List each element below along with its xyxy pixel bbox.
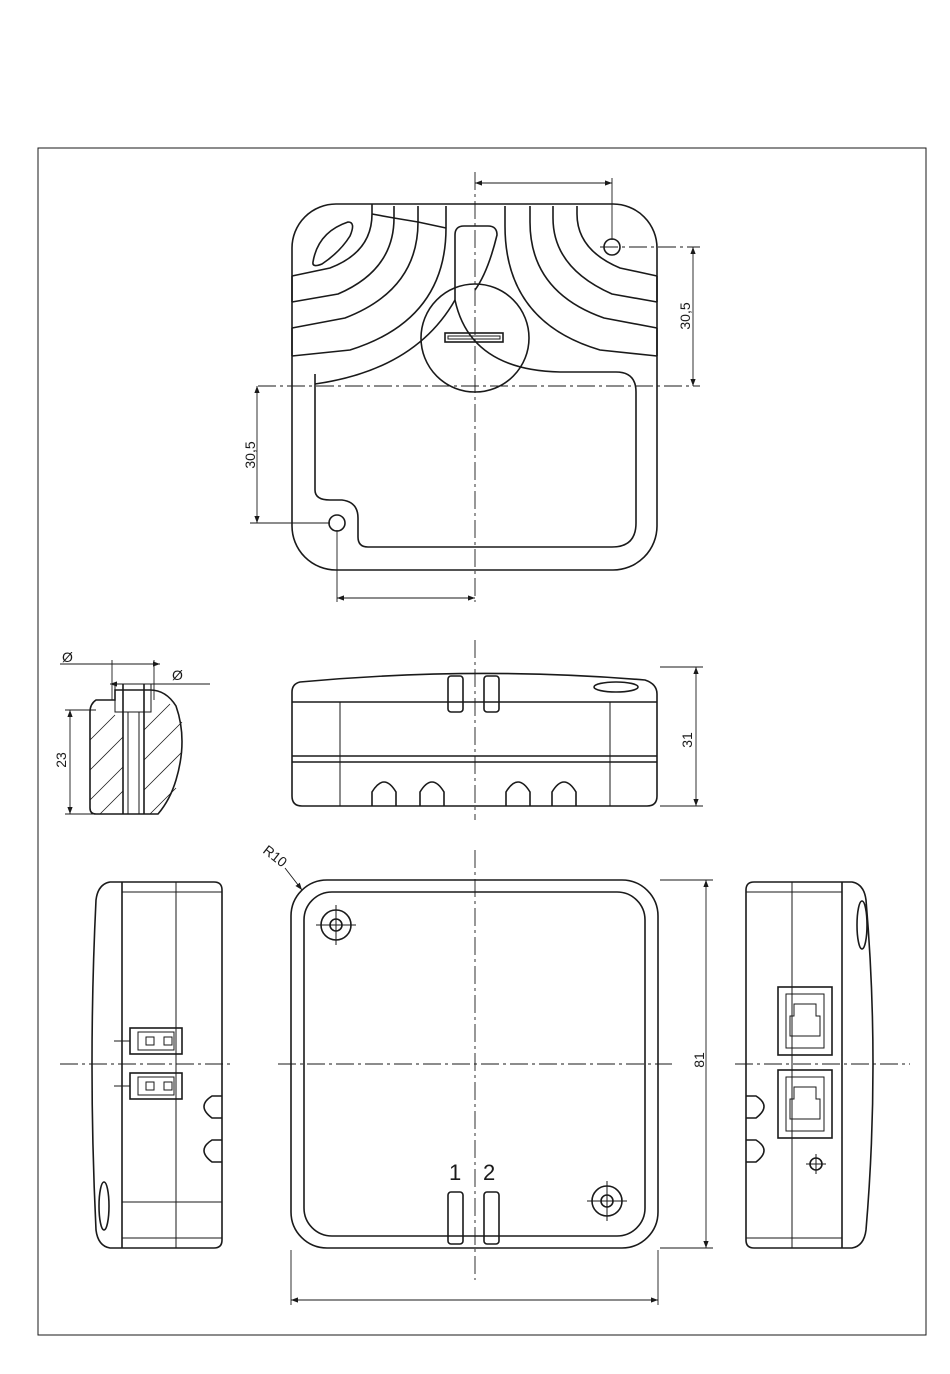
top-inner-recess: [315, 226, 636, 547]
front-outline: [292, 673, 657, 806]
left-side-hole: [99, 1182, 109, 1230]
fins-left: [292, 204, 446, 356]
dim-radius: R10: [260, 842, 290, 871]
right-side-hole: [857, 901, 867, 949]
drawing-frame: [38, 148, 926, 1335]
dim-height-front: 31: [679, 732, 695, 748]
network-port-1: [778, 987, 832, 1055]
dim-depth: 81: [691, 1052, 707, 1068]
right-side-outline: [746, 882, 873, 1248]
network-port-2: [778, 1070, 832, 1138]
bottom-view: 1 2 R10 81: [260, 842, 713, 1305]
top-view: 30,5 30,5: [242, 172, 700, 602]
right-side-view: [735, 882, 910, 1248]
front-hole: [594, 682, 638, 692]
top-hole-left: [329, 515, 345, 531]
dim-diameter-right: Ø: [172, 667, 183, 683]
front-slot-1: [448, 676, 463, 712]
front-view: 31: [292, 640, 703, 820]
dim-hole-offset-left: 30,5: [242, 441, 258, 468]
top-inner-left: [315, 300, 455, 384]
port-number-1: 1: [449, 1160, 461, 1185]
terminal-connector-2: [114, 1073, 182, 1099]
port-number-2: 2: [483, 1160, 495, 1185]
dim-diameter-left: Ø: [62, 649, 73, 665]
fins-right: [505, 206, 657, 356]
dim-hole-offset-right: 30,5: [677, 302, 693, 329]
left-side-outline: [92, 882, 222, 1248]
terminal-connector-1: [114, 1028, 182, 1054]
dim-height-section: 23: [53, 752, 69, 768]
lid-slot-inner: [448, 336, 500, 339]
section-view: Ø Ø 23: [53, 649, 210, 814]
section-bore-top: [115, 684, 151, 712]
left-side-view: [60, 882, 230, 1248]
front-slot-2: [484, 676, 499, 712]
